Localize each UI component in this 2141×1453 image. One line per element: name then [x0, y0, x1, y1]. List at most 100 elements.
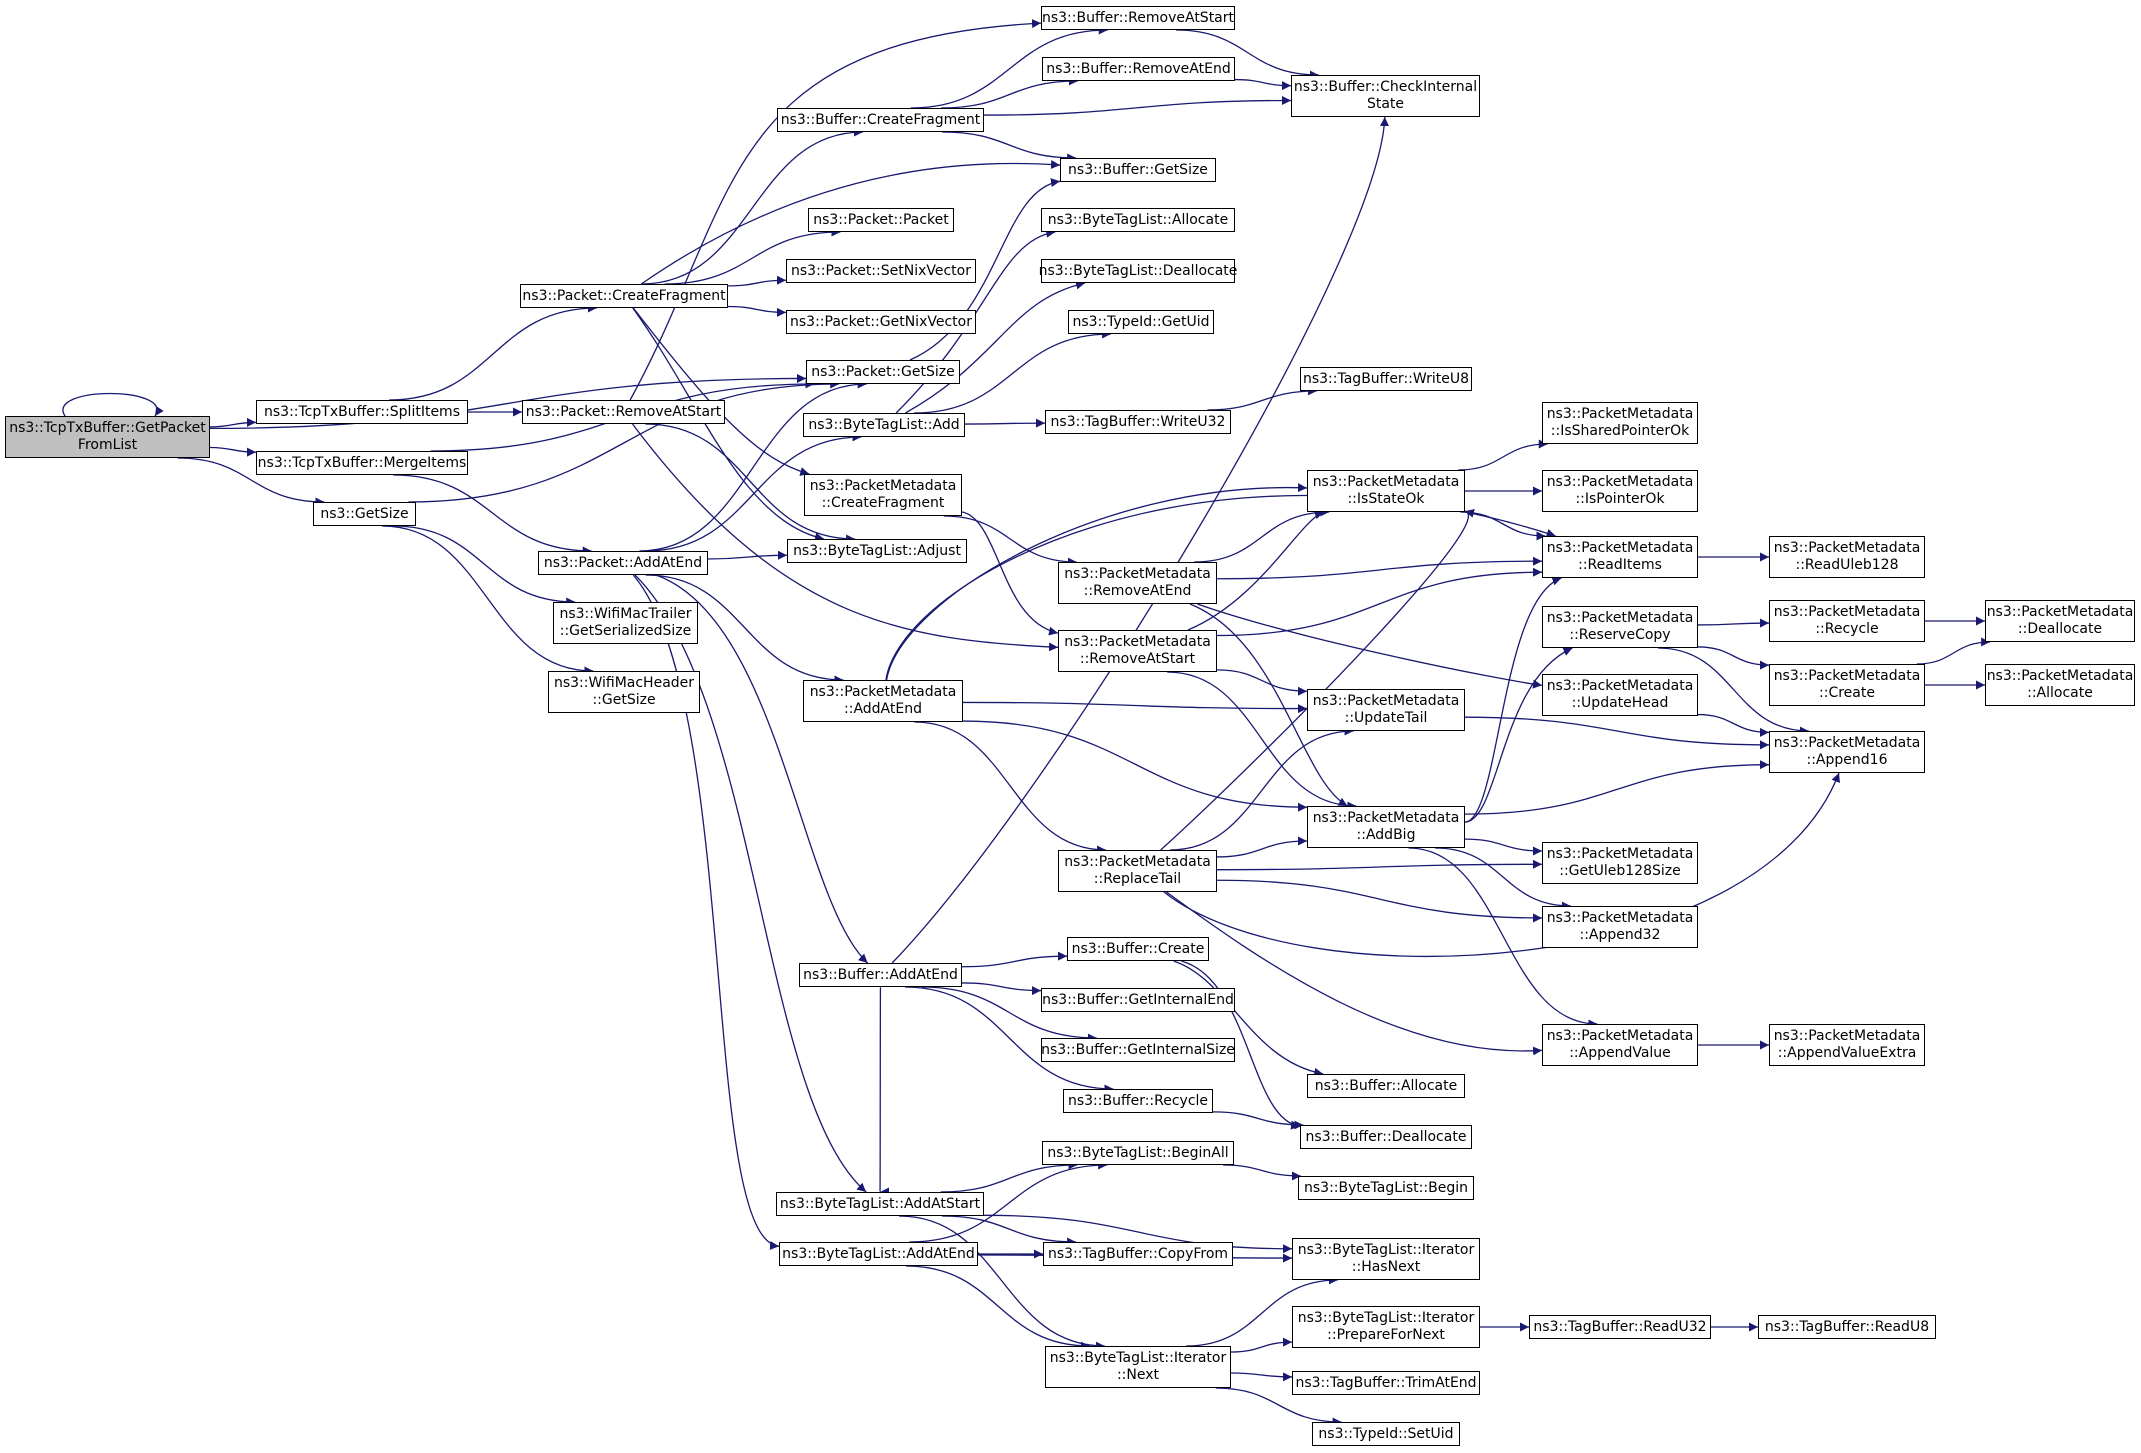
node-pkt-addatend[interactable]: ns3::Packet::AddAtEnd	[538, 551, 708, 575]
node-pm-getuleb128size[interactable]: ns3::PacketMetadata::GetUleb128Size	[1542, 842, 1698, 884]
node-pm-readitems[interactable]: ns3::PacketMetadata::ReadItems	[1542, 536, 1698, 578]
node-buf-addatend[interactable]: ns3::Buffer::AddAtEnd	[799, 963, 962, 987]
node-label-line: ns3::ByteTagList::Adjust	[793, 542, 961, 559]
node-btl-deallocate[interactable]: ns3::ByteTagList::Deallocate	[1039, 259, 1237, 283]
node-buf-createfragment[interactable]: ns3::Buffer::CreateFragment	[777, 108, 984, 132]
node-pkt-setnixvector[interactable]: ns3::Packet::SetNixVector	[786, 259, 976, 283]
edge-pm_removeatstart-to-pm_updatetail	[1216, 669, 1308, 696]
node-label-line: ::ReadItems	[1578, 557, 1662, 573]
node-label-line: ::UpdateTail	[1344, 710, 1428, 726]
node-buf-deallocate[interactable]: ns3::Buffer::Deallocate	[1300, 1125, 1472, 1149]
node-label-line: ::Append16	[1806, 752, 1888, 768]
edge-pkt_addatend-to-btl_addatstart	[634, 574, 867, 1193]
node-label-line: ::AddBig	[1356, 827, 1416, 843]
node-tb-readu32[interactable]: ns3::TagBuffer::ReadU32	[1529, 1315, 1711, 1339]
node-label-line: ns3::PacketMetadata	[1546, 910, 1694, 926]
node-pm-createfragment[interactable]: ns3::PacketMetadata::CreateFragment	[804, 474, 962, 516]
node-pm-isstateok[interactable]: ns3::PacketMetadata::IsStateOk	[1307, 470, 1465, 512]
node-btl-addatend[interactable]: ns3::ByteTagList::AddAtEnd	[779, 1242, 978, 1266]
node-btl-it-preparefornext[interactable]: ns3::ByteTagList::Iterator::PrepareForNe…	[1292, 1306, 1480, 1348]
node-buf-getinternalend[interactable]: ns3::Buffer::GetInternalEnd	[1041, 988, 1235, 1012]
node-tb-readu8[interactable]: ns3::TagBuffer::ReadU8	[1758, 1315, 1936, 1339]
node-btl-addatstart[interactable]: ns3::ByteTagList::AddAtStart	[776, 1192, 984, 1216]
node-label-line: ns3::ByteTagList::Add	[808, 416, 960, 433]
node-btl-beginall[interactable]: ns3::ByteTagList::BeginAll	[1042, 1141, 1234, 1165]
node-tb-copyfrom[interactable]: ns3::TagBuffer::CopyFrom	[1043, 1242, 1233, 1266]
node-splititems[interactable]: ns3::TcpTxBuffer::SplitItems	[256, 400, 468, 424]
node-btl-begin[interactable]: ns3::ByteTagList::Begin	[1298, 1176, 1474, 1200]
node-label-line: ns3::PacketMetadata	[1773, 540, 1921, 556]
node-typeid-getuid[interactable]: ns3::TypeId::GetUid	[1068, 310, 1214, 334]
node-label-line: ns3::PacketMetadata	[1773, 1028, 1921, 1044]
node-pm-create[interactable]: ns3::PacketMetadata::Create	[1769, 664, 1925, 706]
node-buf-removeatstart[interactable]: ns3::Buffer::RemoveAtStart	[1041, 6, 1235, 30]
node-btl-it-hasnext[interactable]: ns3::ByteTagList::Iterator::HasNext	[1292, 1238, 1480, 1280]
node-pkt-createfragment[interactable]: ns3::Packet::CreateFragment	[520, 284, 728, 308]
node-label-line: ns3::TagBuffer::ReadU8	[1764, 1318, 1930, 1335]
node-pm-replacetail[interactable]: ns3::PacketMetadata::ReplaceTail	[1058, 850, 1217, 892]
edge-btl_it_next-to-btl_it_hasnext	[1186, 1275, 1338, 1347]
node-label-line: ns3::TcpTxBuffer::SplitItems	[264, 403, 460, 420]
node-label-line: ns3::Buffer::Deallocate	[1305, 1128, 1467, 1145]
node-pkt-getnixvector[interactable]: ns3::Packet::GetNixVector	[786, 310, 976, 334]
node-pkt-removeatstart[interactable]: ns3::Packet::RemoveAtStart	[522, 400, 725, 424]
node-typeid-setuid[interactable]: ns3::TypeId::SetUid	[1312, 1422, 1460, 1446]
node-tb-writeu32[interactable]: ns3::TagBuffer::WriteU32	[1045, 410, 1231, 434]
node-wifimacheader[interactable]: ns3::WifiMacHeader::GetSize	[548, 671, 700, 713]
node-pm-appendvalue[interactable]: ns3::PacketMetadata::AppendValue	[1542, 1024, 1698, 1066]
node-pkt-packet[interactable]: ns3::Packet::Packet	[808, 208, 954, 232]
node-pm-updatehead[interactable]: ns3::PacketMetadata::UpdateHead	[1542, 674, 1698, 716]
edge-mergeitems-to-pkt_addatend	[393, 474, 592, 556]
node-pm-appendvalueextra[interactable]: ns3::PacketMetadata::AppendValueExtra	[1769, 1024, 1925, 1066]
node-getsize-ns3[interactable]: ns3::GetSize	[313, 502, 416, 526]
node-buf-create[interactable]: ns3::Buffer::Create	[1067, 937, 1209, 961]
node-tb-trimatend[interactable]: ns3::TagBuffer::TrimAtEnd	[1292, 1371, 1480, 1395]
node-label-line: ns3::TagBuffer::ReadU32	[1533, 1318, 1707, 1335]
node-pm-addbig[interactable]: ns3::PacketMetadata::AddBig	[1307, 806, 1465, 848]
edge-pm_replacetail-to-pm_getuleb128size	[1216, 859, 1543, 871]
node-label-line: ::GetSize	[592, 692, 656, 708]
node-buf-getsize[interactable]: ns3::Buffer::GetSize	[1060, 158, 1216, 182]
node-label-line: FromList	[77, 437, 138, 453]
node-pm-updatetail[interactable]: ns3::PacketMetadata::UpdateTail	[1307, 689, 1465, 731]
node-pm-append32[interactable]: ns3::PacketMetadata::Append32	[1542, 906, 1698, 948]
node-label-line: ns3::PacketMetadata	[1986, 668, 2134, 684]
node-pm-removeatend[interactable]: ns3::PacketMetadata::RemoveAtEnd	[1058, 562, 1217, 604]
node-pm-recycle[interactable]: ns3::PacketMetadata::Recycle	[1769, 600, 1925, 642]
edge-buf_createfragment-to-buf_removeatend	[941, 76, 1078, 109]
node-label-line: ::ReadUleb128	[1795, 557, 1899, 573]
node-pkt-getsize[interactable]: ns3::Packet::GetSize	[806, 360, 960, 384]
node-label-line: ns3::TagBuffer::CopyFrom	[1047, 1245, 1229, 1262]
node-label-line: ::AddAtEnd	[844, 701, 922, 717]
edge-splititems-to-pkt_createfragment	[389, 303, 597, 401]
node-label-line: ns3::Packet::AddAtEnd	[543, 554, 703, 571]
node-pm-addatend[interactable]: ns3::PacketMetadata::AddAtEnd	[803, 680, 963, 722]
node-pm-ispointerok[interactable]: ns3::PacketMetadata::IsPointerOk	[1542, 470, 1698, 512]
node-pm-removeatstart[interactable]: ns3::PacketMetadata::RemoveAtStart	[1058, 630, 1217, 672]
node-pm-append16[interactable]: ns3::PacketMetadata::Append16	[1769, 731, 1925, 773]
node-pm-allocate[interactable]: ns3::PacketMetadata::Allocate	[1985, 664, 2135, 706]
node-pm-deallocate[interactable]: ns3::PacketMetadata::Deallocate	[1985, 600, 2135, 642]
edge-pm_replacetail-to-pm_updatetail	[1169, 726, 1354, 851]
node-btl-allocate[interactable]: ns3::ByteTagList::Allocate	[1041, 208, 1235, 232]
node-buf-getinternalsize[interactable]: ns3::Buffer::GetInternalSize	[1041, 1038, 1235, 1062]
node-label-line: ns3::PacketMetadata	[1546, 846, 1694, 862]
edge-tb_writeu32-to-tb_writeu8	[1207, 386, 1317, 411]
node-pm-readuleb128[interactable]: ns3::PacketMetadata::ReadUleb128	[1769, 536, 1925, 578]
node-pm-reservecopy[interactable]: ns3::PacketMetadata::ReserveCopy	[1542, 606, 1698, 648]
node-buf-recycle[interactable]: ns3::Buffer::Recycle	[1063, 1089, 1213, 1113]
node-mergeitems[interactable]: ns3::TcpTxBuffer::MergeItems	[256, 451, 468, 475]
node-btl-it-next[interactable]: ns3::ByteTagList::Iterator::Next	[1045, 1346, 1231, 1388]
node-buf-allocate[interactable]: ns3::Buffer::Allocate	[1307, 1074, 1465, 1098]
edge-pkt_addatend-to-buf_addatend	[655, 574, 869, 964]
node-tb-writeu8[interactable]: ns3::TagBuffer::WriteU8	[1300, 367, 1472, 391]
node-btl-adjust[interactable]: ns3::ByteTagList::Adjust	[787, 539, 967, 563]
edge-pm_addbig-to-pm_readitems	[1464, 576, 1562, 823]
node-btl-add[interactable]: ns3::ByteTagList::Add	[803, 413, 965, 437]
node-buf-removeatend[interactable]: ns3::Buffer::RemoveAtEnd	[1042, 57, 1235, 81]
node-wifimactrailer[interactable]: ns3::WifiMacTrailer::GetSerializedSize	[553, 602, 698, 644]
node-pm-issharedpointerok[interactable]: ns3::PacketMetadata::IsSharedPointerOk	[1542, 402, 1698, 444]
node-label-line: ::ReserveCopy	[1569, 627, 1671, 643]
